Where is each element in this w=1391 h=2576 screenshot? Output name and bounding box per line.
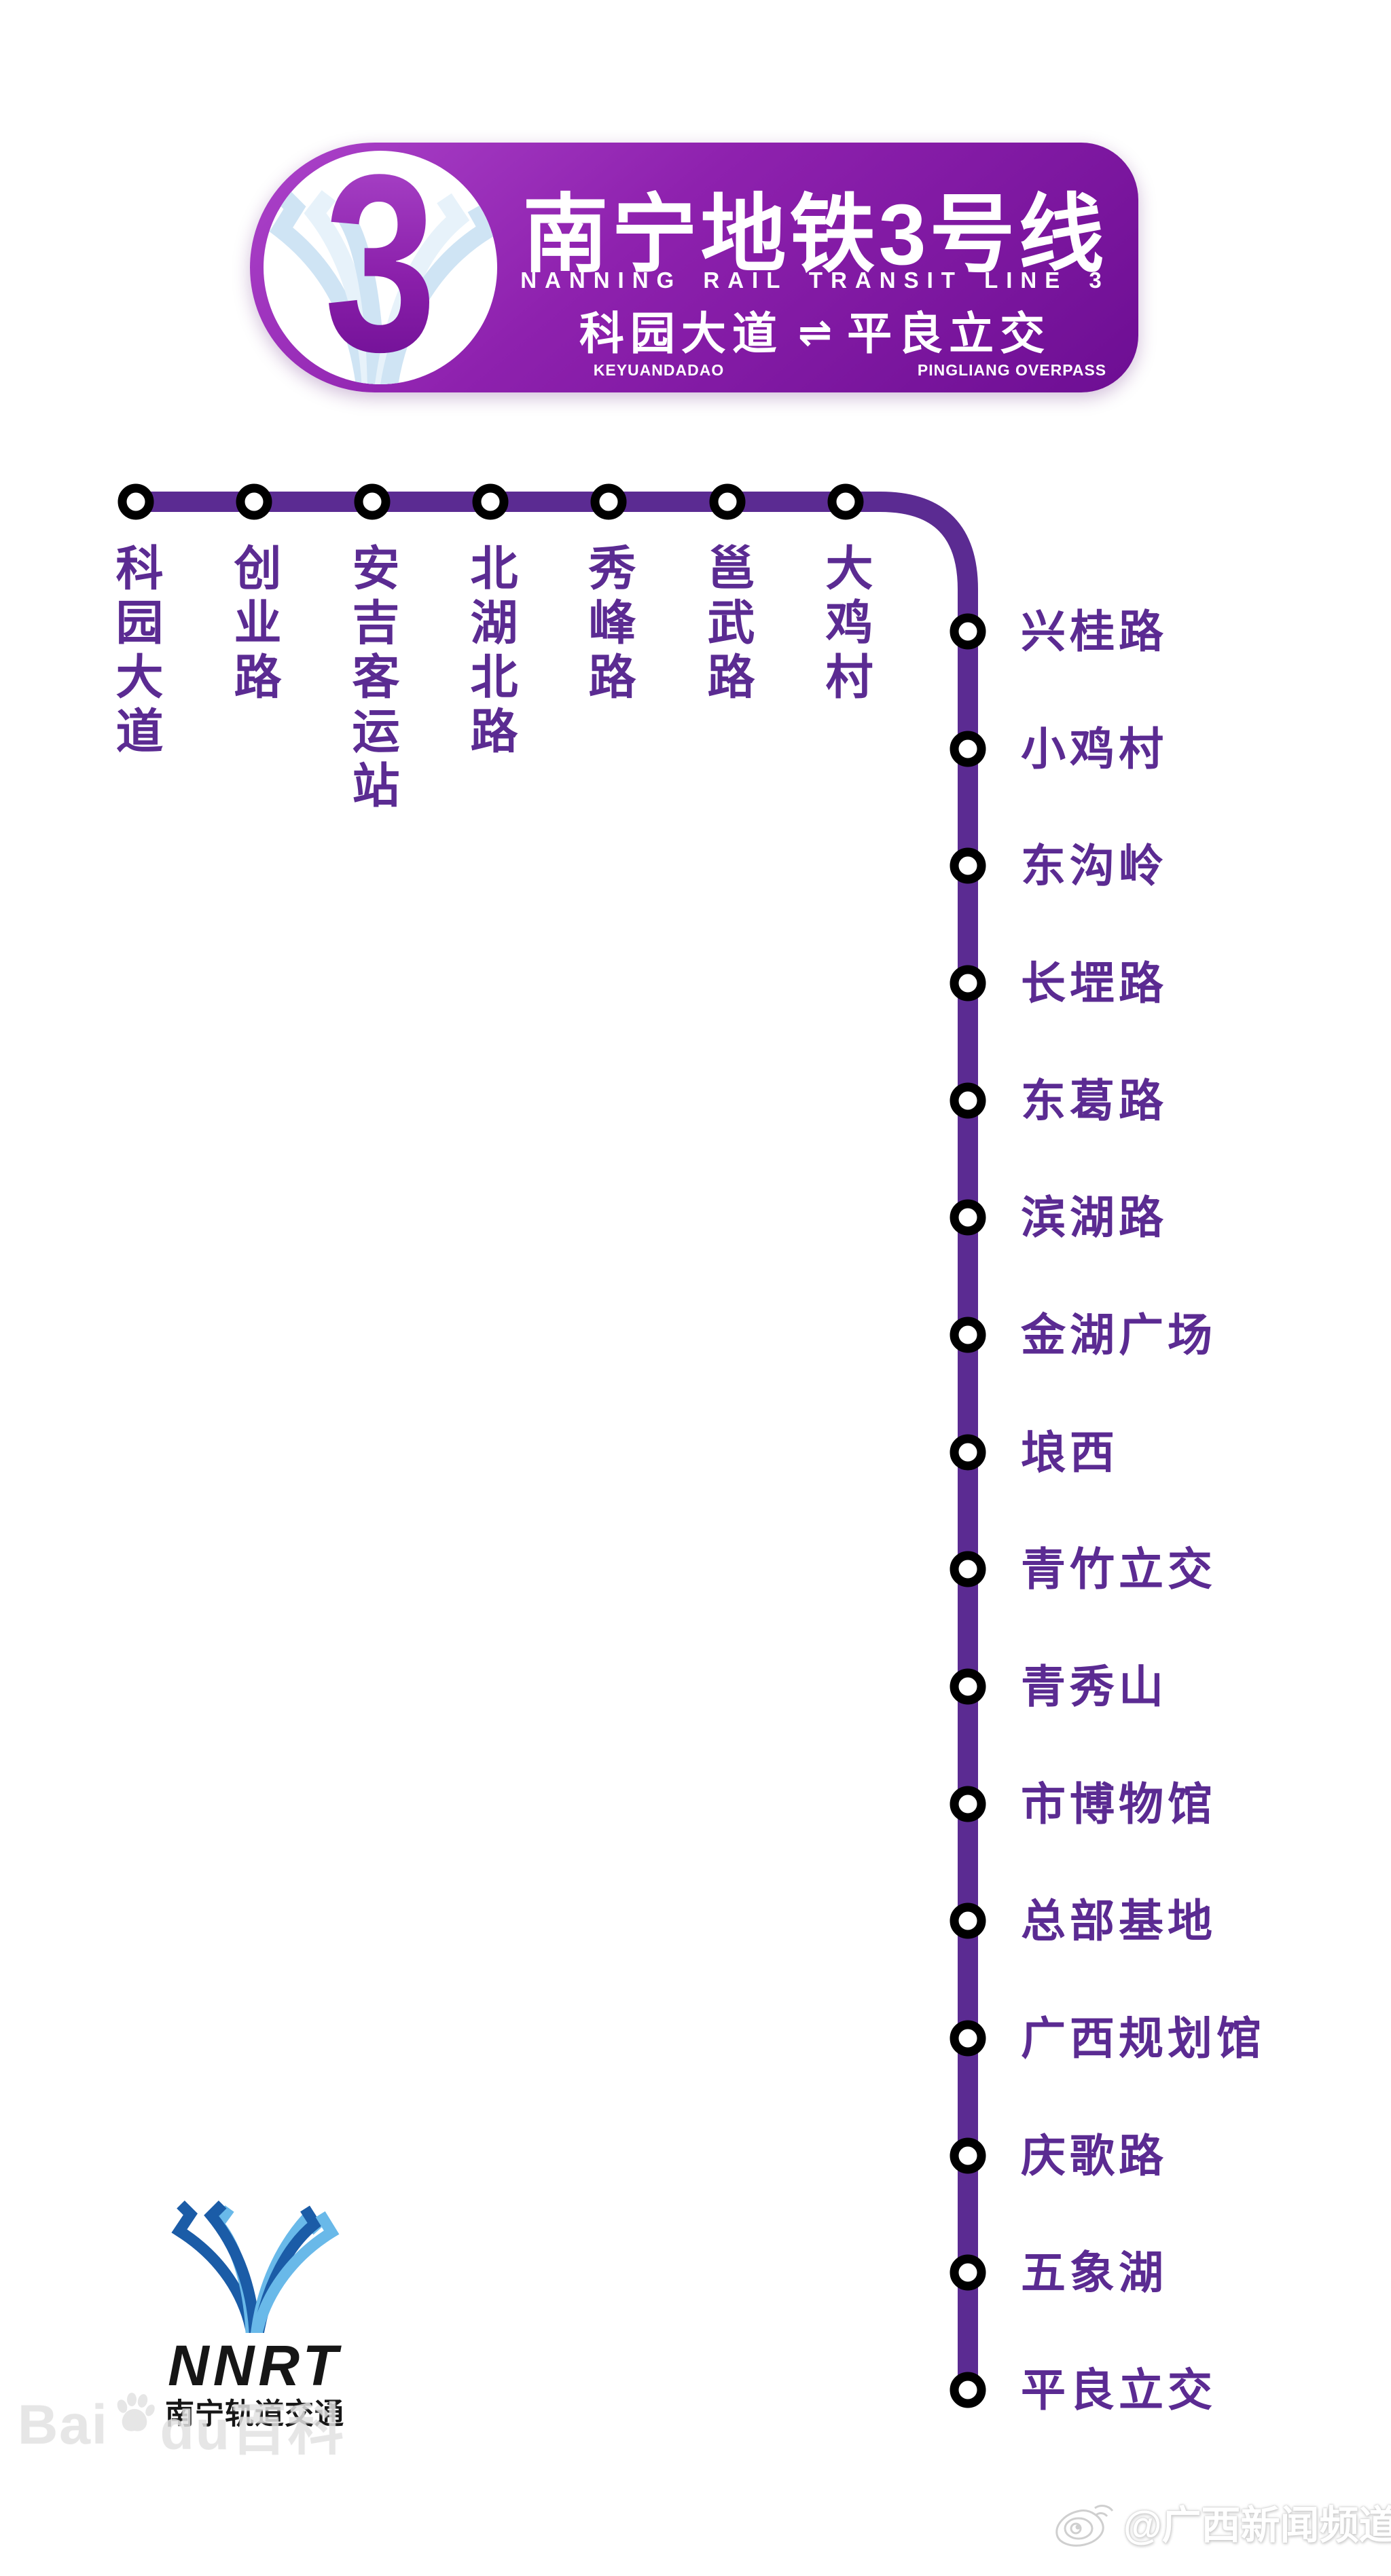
nnrt-name-cn: 南宁轨道交通 (165, 2398, 344, 2431)
station-label: 东葛路 (1021, 1075, 1168, 1126)
station-label: 创业路 (228, 543, 281, 706)
fan-decoration-icon (269, 189, 497, 384)
station-marker (472, 483, 509, 520)
station-label: 秀峰路 (582, 543, 635, 706)
station-label: 科园大道 (109, 543, 162, 760)
nnrt-fan-icon (171, 2200, 340, 2333)
station-label: 东沟岭 (1021, 841, 1168, 891)
line-title-cn: 南宁地铁3号线 (522, 187, 1108, 282)
station-marker (950, 1317, 986, 1353)
station-marker (950, 2372, 986, 2408)
terminus-to: 平良立交 (847, 308, 1051, 358)
paw-icon (117, 2392, 155, 2431)
station-marker (950, 1082, 986, 1119)
station-marker (950, 731, 986, 767)
station-label: 长堽路 (1021, 958, 1168, 1008)
station-label: 小鸡村 (1021, 724, 1168, 774)
station-label: 总部基地 (1021, 1896, 1216, 1946)
badge-texts: 南宁地铁3号线 NANNING RAIL TRANSIT LINE 3 科园大道… (503, 143, 1127, 392)
station-marker (950, 1668, 986, 1705)
station-marker (950, 1902, 986, 1939)
station-marker (950, 1786, 986, 1822)
terminus-to-en: PINGLIANG OVERPASS (917, 361, 1107, 379)
weibo-watermark: @广西新闻频道 (1054, 2493, 1391, 2550)
station-marker (950, 2254, 986, 2291)
baidu-watermark-text-left: Bai (18, 2393, 109, 2456)
station-label: 邕武路 (701, 543, 754, 706)
terminus-from: 科园大道 (579, 308, 783, 358)
line-badge: 3 南宁地铁3号线 NANNING RAIL TRANSIT LINE 3 科园… (250, 143, 1138, 392)
baidu-watermark-text-right: du百科 (160, 2399, 345, 2461)
station-marker (950, 847, 986, 884)
station-marker (118, 483, 154, 520)
station-marker (590, 483, 627, 520)
line-number: 3 (287, 151, 473, 384)
weibo-icon (1055, 2505, 1114, 2547)
station-marker (950, 613, 986, 650)
line-title-en: NANNING RAIL TRANSIT LINE 3 (520, 268, 1110, 293)
terminus-from-en: KEYUANDADAO (593, 361, 725, 379)
nnrt-acronym: NNRT (168, 2334, 342, 2397)
station-marker (709, 483, 746, 520)
station-marker (354, 483, 391, 520)
station-marker (950, 965, 986, 1001)
station-label: 青秀山 (1021, 1661, 1168, 1712)
station-label: 北湖北路 (464, 543, 517, 760)
bidirectional-arrow-icon: ⇌ (797, 310, 833, 355)
station-label: 庆歌路 (1021, 2131, 1168, 2181)
station-label: 金湖广场 (1021, 1310, 1216, 1360)
nnrt-logo: NNRT 南宁轨道交通 (119, 2185, 391, 2431)
station-label: 市博物馆 (1021, 1779, 1216, 1829)
station-label: 滨湖路 (1021, 1192, 1168, 1243)
station-marker (950, 2020, 986, 2057)
station-marker (236, 483, 272, 520)
station-label: 平良立交 (1021, 2365, 1216, 2415)
station-marker (950, 1434, 986, 1471)
station-marker (950, 1551, 986, 1587)
baidu-watermark: Bai du百科 (18, 2385, 345, 2465)
route-line (136, 492, 978, 2390)
station-marker (950, 2137, 986, 2174)
weibo-handle: @广西新闻频道 (1123, 2503, 1391, 2547)
line-number-circle: 3 (264, 151, 497, 384)
station-label: 广西规划馆 (1021, 2013, 1265, 2063)
station-label: 青竹立交 (1021, 1544, 1216, 1594)
station-label: 安吉客运站 (346, 543, 399, 815)
station-marker (827, 483, 864, 520)
station-label: 大鸡村 (819, 543, 872, 706)
station-label: 埌西 (1021, 1427, 1119, 1477)
station-label: 五象湖 (1021, 2247, 1168, 2298)
station-marker (950, 1199, 986, 1236)
line-termini: 科园大道 ⇌ 平良立交 (503, 297, 1127, 363)
station-label: 兴桂路 (1021, 606, 1168, 657)
